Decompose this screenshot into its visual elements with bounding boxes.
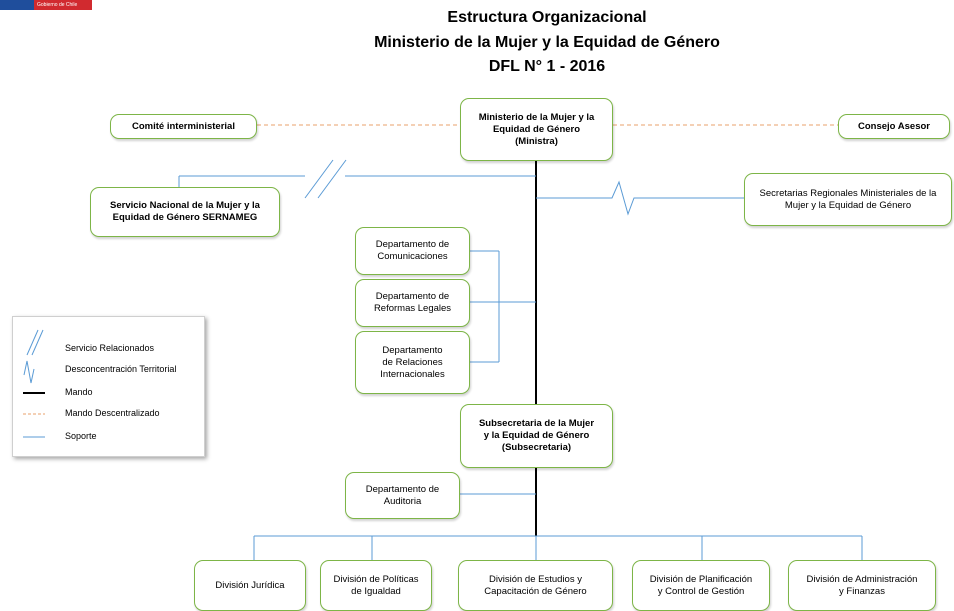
logo-text: Gobierno de Chile — [37, 2, 78, 8]
division-administracion-box: División de Administración y Finanzas — [788, 560, 936, 611]
diagram-title: Estructura Organizacional — [447, 9, 647, 26]
diagram-subtitle: Ministerio de la Mujer y la Equidad de G… — [374, 34, 720, 51]
comite-label: Comité interministerial — [132, 120, 235, 132]
division-estudios-label: División de Estudios y Capacitación de G… — [484, 573, 587, 597]
comunicaciones-label: Departamento de Comunicaciones — [375, 239, 450, 262]
comunicaciones-box: Departamento de Comunicaciones — [355, 227, 470, 275]
consejo-label: Consejo Asesor — [858, 120, 930, 132]
division-juridica-box: División Jurídica — [194, 560, 306, 611]
division-planificacion-label: División de Planificación y Control de G… — [649, 573, 753, 597]
consejo-box: Consejo Asesor — [838, 114, 950, 139]
gobierno-logo: Gobierno de Chile — [0, 0, 92, 10]
seremi-box: Secretarias Regionales Ministeriales de … — [744, 173, 952, 226]
division-politicas-box: División de Políticas de Igualdad — [320, 560, 432, 611]
relaciones-box: Departamento de Relaciones Internacional… — [355, 331, 470, 394]
ministerio-label: Ministerio de la Mujer y la Equidad de G… — [478, 111, 595, 147]
sernameg-box: Servicio Nacional de la Mujer y la Equid… — [90, 187, 280, 237]
legend-label-mando-descentralizado: Mando Descentralizado — [65, 408, 160, 418]
legend-zigzag-icon — [23, 360, 35, 384]
legend: Servicio Relacionados Desconcentración T… — [12, 316, 205, 457]
subsecretaria-box: Subsecretaria de la Mujer y la Equidad d… — [460, 404, 613, 468]
comite-box: Comité interministerial — [110, 114, 257, 139]
ministerio-box: Ministerio de la Mujer y la Equidad de G… — [460, 98, 613, 161]
legend-label-soporte: Soporte — [65, 431, 97, 441]
auditoria-box: Departamento de Auditoria — [345, 472, 460, 519]
double-slash-b — [317, 159, 347, 199]
division-administracion-label: División de Administración y Finanzas — [806, 573, 918, 597]
division-juridica-label: División Jurídica — [215, 579, 285, 591]
division-planificacion-box: División de Planificación y Control de G… — [632, 560, 770, 611]
break-gap-sernameg — [305, 172, 345, 180]
sernameg-label: Servicio Nacional de la Mujer y la Equid… — [110, 200, 260, 223]
subsecretaria-label: Subsecretaria de la Mujer y la Equidad d… — [478, 418, 595, 453]
auditoria-label: Departamento de Auditoria — [365, 483, 440, 507]
double-slash-a — [304, 159, 334, 199]
reformas-box: Departamento de Reformas Legales — [355, 279, 470, 327]
legend-label-desconcentracion: Desconcentración Territorial — [65, 364, 177, 374]
legend-symbols — [23, 329, 45, 438]
zigzag-break — [598, 180, 640, 216]
reformas-label: Departamento de Reformas Legales — [373, 291, 452, 314]
relaciones-label: Departamento de Relaciones Internacional… — [380, 344, 445, 380]
division-estudios-box: División de Estudios y Capacitación de G… — [458, 560, 613, 611]
legend-double-slash-icon — [26, 329, 44, 356]
logo-blue-block — [0, 0, 34, 10]
legend-label-mando: Mando — [65, 387, 93, 397]
diagram-decree: DFL N° 1 - 2016 — [488, 58, 606, 75]
legend-label-servicio: Servicio Relacionados — [65, 343, 155, 353]
seremi-label: Secretarias Regionales Ministeriales de … — [759, 187, 937, 211]
division-politicas-label: División de Políticas de Igualdad — [333, 573, 419, 597]
logo-red-block — [34, 0, 92, 10]
